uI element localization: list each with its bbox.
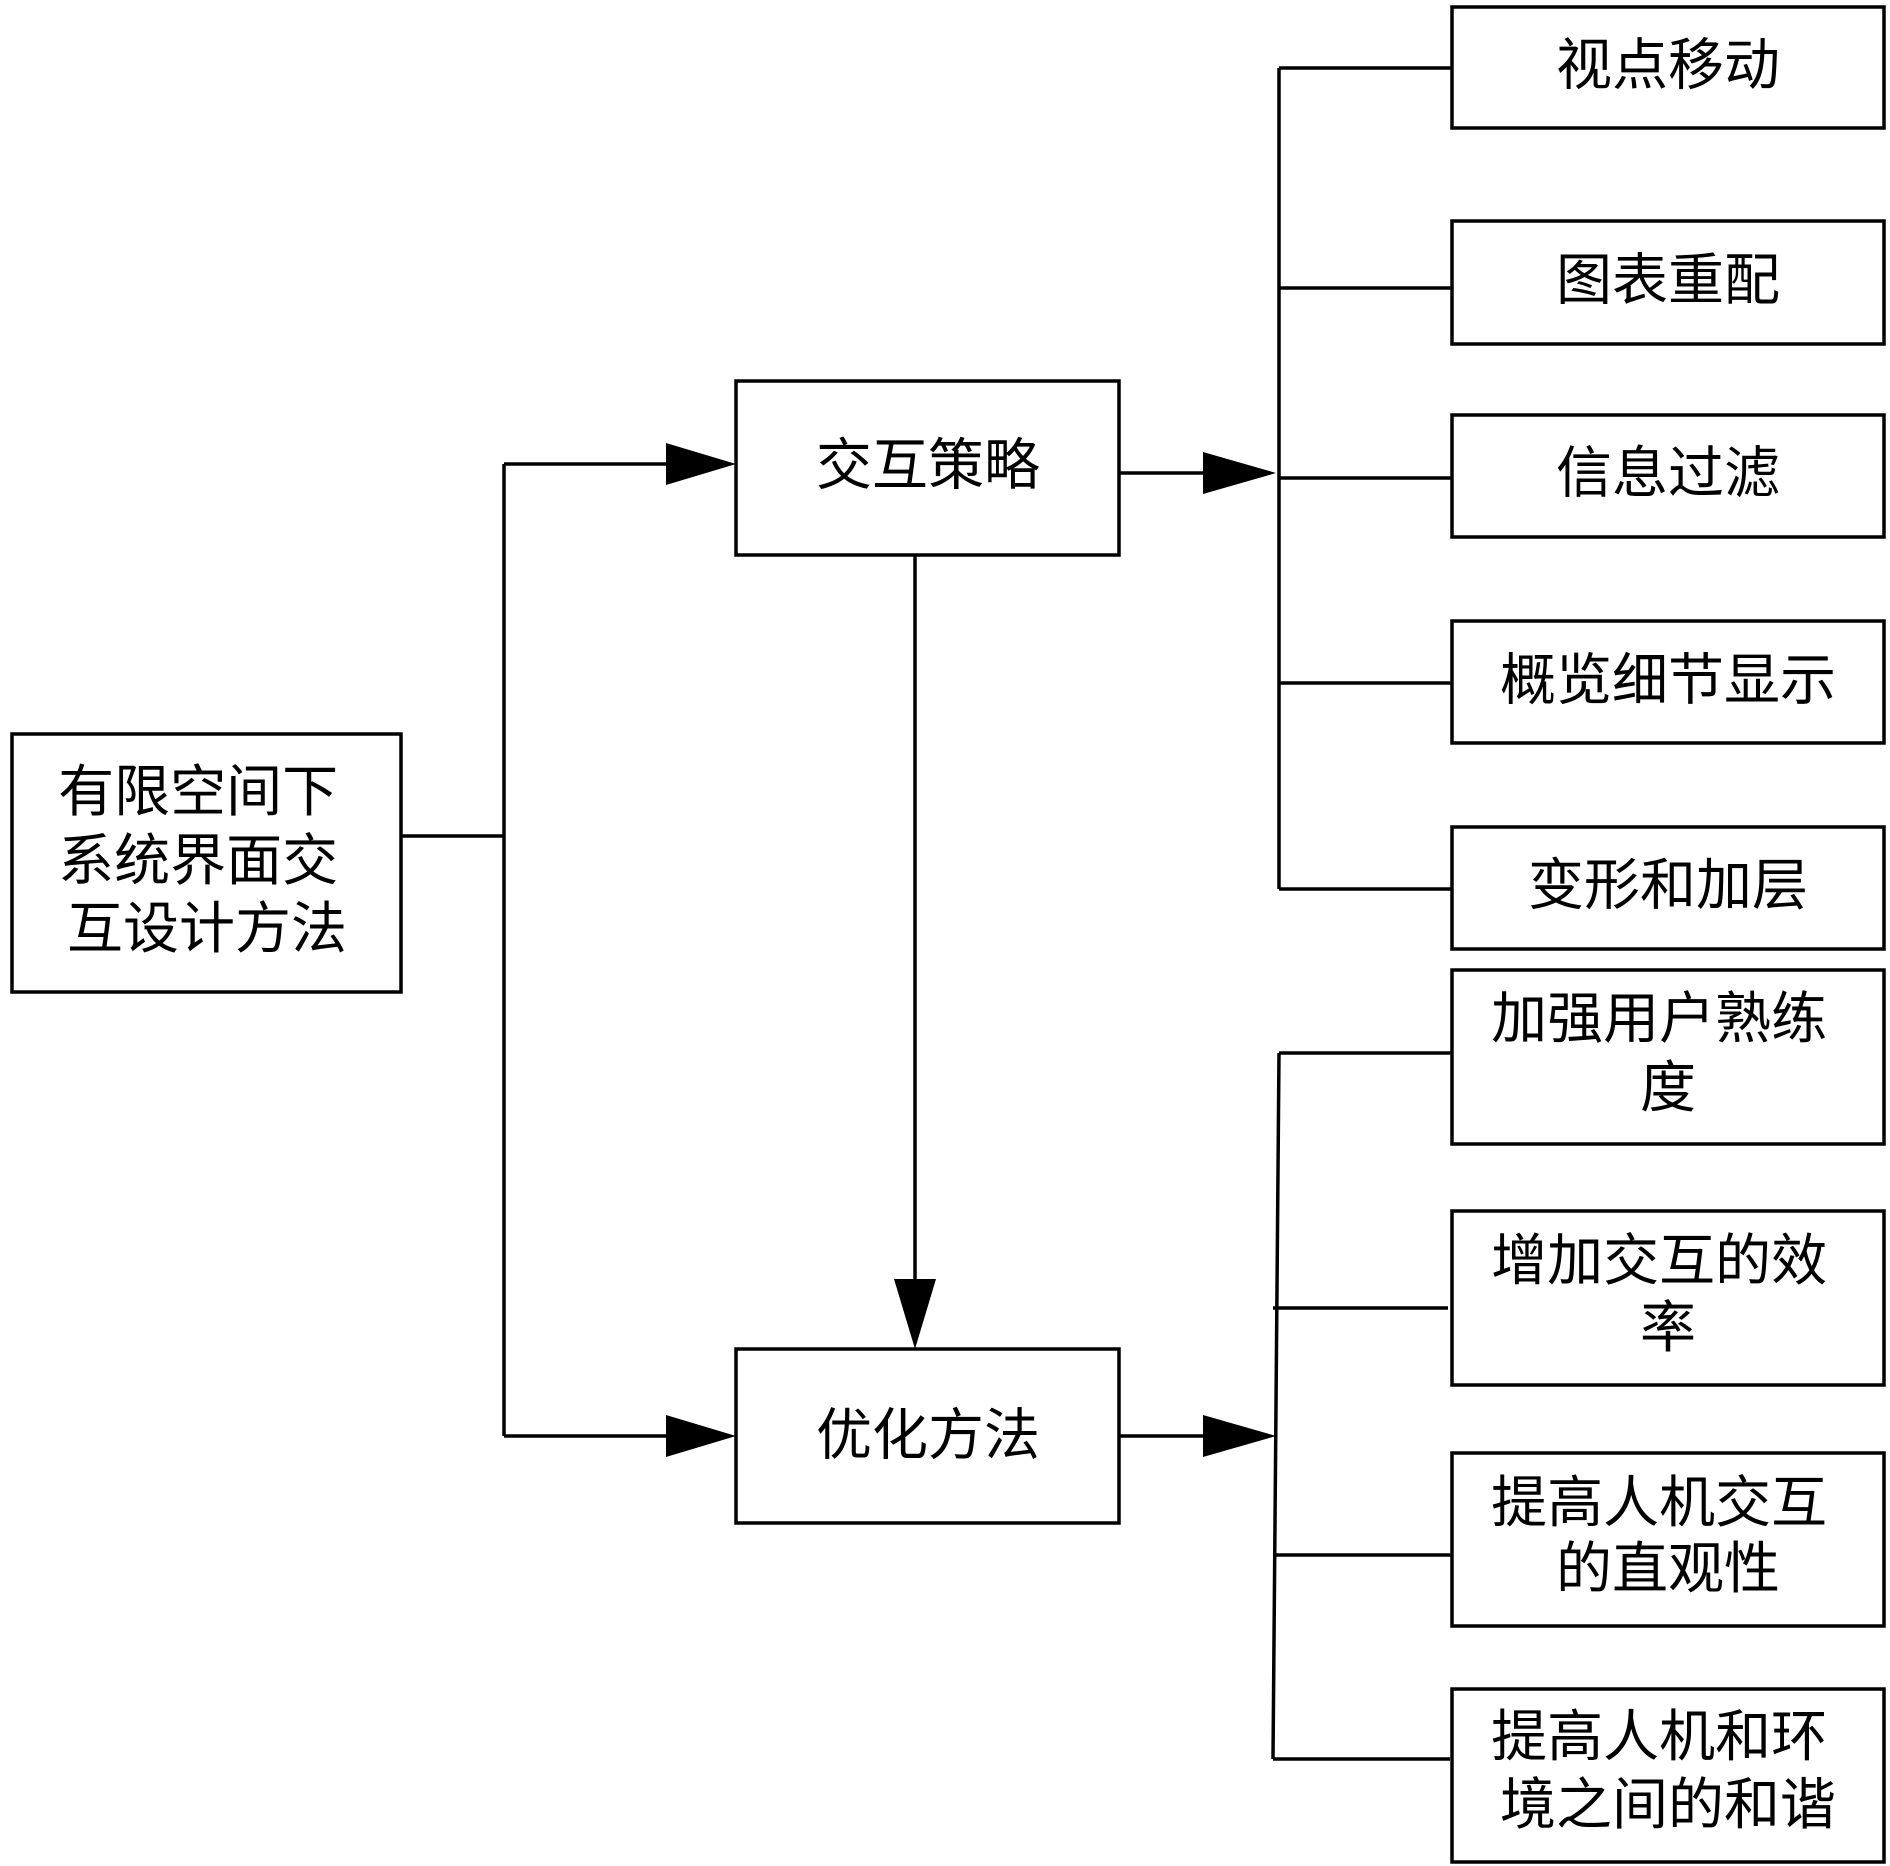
optimization-child-2-line-1: 增加交互的效: [1491, 1229, 1827, 1294]
node-strategy-box: [734, 379, 1121, 557]
optimization-child-1: 加强用户熟练 度: [1450, 968, 1886, 1146]
optimization-child-4-line-1: 提高人机和环: [1491, 1705, 1827, 1770]
arrow-optimization-out-head: [1203, 1415, 1276, 1457]
optimization-child-3-box: [1450, 1451, 1886, 1628]
strategy-child-5-box: [1450, 825, 1886, 951]
strategy-child-2: 图表重配: [1450, 219, 1886, 346]
arrow-to-optimization-head: [666, 1415, 736, 1457]
strategy-child-2-box: [1450, 219, 1886, 346]
optimization-child-3-line-2: 的直观性: [1556, 1537, 1780, 1602]
node-root-line-2: 系统界面交: [58, 829, 338, 894]
optimization-child-1-line-2: 度: [1640, 1056, 1696, 1121]
arrow-to-optimization: [504, 1415, 736, 1457]
optimization-child-4-line-2: 境之间的和谐: [1500, 1773, 1836, 1838]
optimization-child-3: 提高人机交互 的直观性: [1450, 1451, 1886, 1628]
node-optimization-label: 优化方法: [816, 1404, 1040, 1469]
arrow-strategy-to-optimization: [894, 555, 936, 1349]
arrow-to-strategy: [504, 443, 736, 485]
node-strategy: 交互策略: [734, 379, 1121, 557]
strategy-child-3-label: 信息过滤: [1556, 442, 1780, 507]
strategy-child-4: 概览细节显示: [1450, 619, 1886, 745]
node-root: 有限空间下 系统界面交 互设计方法: [10, 732, 403, 994]
arrow-strategy-out-head: [1203, 452, 1276, 494]
arrow-strategy-to-optimization-head: [894, 1279, 936, 1349]
arrow-optimization-out: [1119, 1415, 1276, 1457]
strategy-child-1: 视点移动: [1450, 5, 1886, 130]
strategy-child-2-label: 图表重配: [1556, 249, 1780, 314]
strategy-child-4-label: 概览细节显示: [1500, 649, 1836, 714]
optimization-bus: [1271, 1052, 1281, 1760]
optimization-child-4-box: [1450, 1687, 1886, 1864]
node-root-label: 有限空间下 系统界面交 互设计方法: [58, 760, 356, 962]
optimization-child-2-label: 增加交互的效 率: [1491, 1229, 1845, 1361]
strategy-child-3: 信息过滤: [1450, 413, 1886, 539]
optimization-child-4-label: 提高人机和环 境之间的和谐: [1491, 1705, 1845, 1838]
node-root-box: [10, 732, 403, 994]
strategy-child-1-box: [1450, 5, 1886, 130]
strategy-child-1-label: 视点移动: [1556, 34, 1780, 99]
optimization-child-4: 提高人机和环 境之间的和谐: [1450, 1687, 1886, 1864]
optimization-child-2-box: [1450, 1209, 1886, 1387]
arrow-to-strategy-head: [666, 443, 736, 485]
node-strategy-label: 交互策略: [816, 434, 1040, 499]
optimization-child-3-line-1: 提高人机交互: [1491, 1471, 1827, 1536]
strategy-child-5-label: 变形和加层: [1528, 854, 1808, 919]
optimization-child-1-box: [1450, 968, 1886, 1146]
optimization-child-1-line-1: 加强用户熟练: [1491, 987, 1827, 1052]
node-optimization-box: [734, 1347, 1121, 1525]
strategy-child-3-box: [1450, 413, 1886, 539]
optimization-child-2: 增加交互的效 率: [1450, 1209, 1886, 1387]
optimization-child-2-line-2: 率: [1640, 1296, 1696, 1361]
node-root-line-1: 有限空间下: [58, 760, 338, 825]
node-optimization: 优化方法: [734, 1347, 1121, 1525]
optimization-child-3-label: 提高人机交互 的直观性: [1491, 1471, 1845, 1602]
strategy-child-4-box: [1450, 619, 1886, 745]
optimization-child-1-label: 加强用户熟练 度: [1491, 987, 1845, 1121]
node-root-line-3: 互设计方法: [67, 897, 347, 962]
arrow-strategy-out: [1119, 452, 1276, 494]
strategy-child-5: 变形和加层: [1450, 825, 1886, 951]
